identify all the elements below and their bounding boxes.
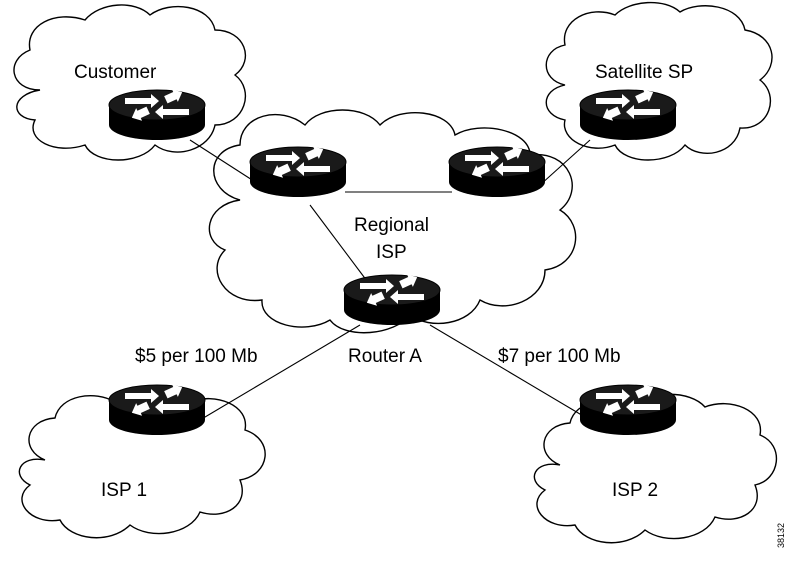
isp1-label: ISP 1 <box>101 480 147 501</box>
isp1-cloud <box>18 388 266 539</box>
cost-isp2-label: $7 per 100 Mb <box>498 346 621 367</box>
regional-router-left-icon <box>249 142 347 198</box>
isp2-router-icon <box>579 380 677 436</box>
satellite-label: Satellite SP <box>595 62 693 83</box>
link-customer-regional-left <box>189 139 261 186</box>
link-router-a-isp2 <box>429 324 591 421</box>
regional-router-right-icon <box>448 142 546 198</box>
link-router-a-isp1 <box>199 324 361 421</box>
router-a-label: Router A <box>348 346 422 367</box>
customer-label: Customer <box>74 62 157 83</box>
figure-id: 38132 <box>776 523 786 548</box>
regional-label-line2: ISP <box>376 242 407 263</box>
cost-isp1-label: $5 per 100 Mb <box>135 346 258 367</box>
isp2-label: ISP 2 <box>612 480 658 501</box>
customer-router-icon <box>108 85 206 141</box>
satellite-router-icon <box>579 85 677 141</box>
regional-label-line1: Regional <box>354 215 429 236</box>
link-regional-left-router-a <box>309 204 371 286</box>
isp1-router-icon <box>108 380 206 436</box>
link-regional-right-satellite <box>539 139 591 186</box>
router-a-icon <box>343 270 441 326</box>
